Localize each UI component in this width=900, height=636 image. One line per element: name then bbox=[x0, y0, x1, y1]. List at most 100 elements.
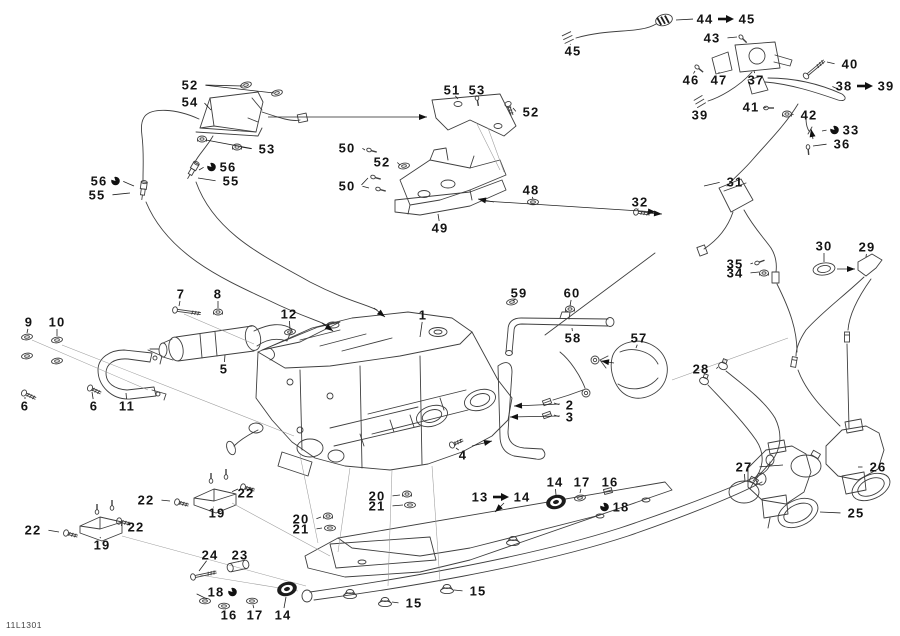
leader-line bbox=[196, 593, 208, 600]
callout-number: 22 bbox=[238, 486, 255, 501]
ref-arrow-icon bbox=[376, 309, 385, 317]
leader-line bbox=[204, 102, 212, 111]
leader-line bbox=[362, 147, 366, 151]
bolt-icon bbox=[504, 101, 514, 116]
leader-line bbox=[392, 504, 404, 507]
callout: 52 bbox=[523, 105, 540, 120]
screw-icon bbox=[474, 95, 480, 107]
callout: 35 bbox=[727, 257, 743, 272]
callout-number: 17 bbox=[247, 608, 264, 623]
callout-number: 34 bbox=[727, 266, 744, 281]
callout: 49 bbox=[432, 221, 448, 236]
callout: 11 bbox=[119, 399, 134, 414]
callout-number: 16 bbox=[221, 608, 238, 623]
leader-line bbox=[362, 185, 370, 189]
callout-number: 23 bbox=[232, 548, 249, 563]
callout: 22 bbox=[238, 486, 255, 501]
callout: 22 bbox=[138, 493, 154, 508]
washer-icon bbox=[324, 524, 336, 532]
bolt-icon bbox=[190, 570, 217, 581]
nut-icon bbox=[565, 305, 575, 313]
cradle-art bbox=[301, 454, 775, 603]
callout: 7 bbox=[177, 287, 184, 302]
ref-arrow-icon bbox=[514, 402, 523, 409]
callout: 12 bbox=[281, 307, 297, 322]
leader-line bbox=[821, 129, 827, 132]
washer-icon bbox=[21, 333, 33, 341]
bushing-icon bbox=[277, 581, 297, 597]
callout-number: 22 bbox=[128, 520, 145, 535]
leader-line bbox=[316, 527, 323, 530]
callout-number: 22 bbox=[25, 523, 42, 538]
callout-number: 52 bbox=[182, 78, 199, 93]
leader-line bbox=[26, 328, 29, 334]
diagram-code: 11L1301 bbox=[6, 620, 42, 630]
leader-line bbox=[716, 366, 719, 369]
callout: 27 bbox=[736, 460, 753, 475]
leader-line bbox=[512, 107, 517, 112]
callout: 47 bbox=[711, 73, 728, 88]
ring-icon bbox=[590, 355, 600, 365]
callout: 17 bbox=[247, 608, 264, 623]
callout: 56 bbox=[206, 160, 235, 175]
callout-number: 16 bbox=[602, 475, 619, 490]
arrow-right-icon bbox=[865, 82, 873, 90]
leader-line bbox=[99, 536, 101, 539]
leader-line bbox=[455, 95, 459, 100]
callout: 23 bbox=[232, 548, 249, 563]
bracket-art bbox=[97, 349, 167, 401]
callout: 4 bbox=[459, 448, 466, 463]
bullet-marker-icon bbox=[599, 501, 609, 512]
leader-line bbox=[112, 192, 131, 196]
nut-icon bbox=[402, 490, 412, 498]
washer-icon bbox=[218, 602, 230, 610]
pipe-art bbox=[505, 311, 615, 356]
callout: 34 bbox=[727, 266, 744, 281]
callout: 8 bbox=[214, 287, 221, 302]
callout-number: 52 bbox=[523, 105, 540, 120]
bolt-icon bbox=[174, 498, 189, 507]
leader-line bbox=[397, 162, 401, 166]
leader-line bbox=[125, 392, 127, 400]
screw-icon bbox=[223, 469, 229, 480]
silencer-art bbox=[599, 340, 668, 399]
carburetors-art bbox=[728, 418, 891, 529]
washer-icon bbox=[51, 336, 63, 344]
callout: 53 bbox=[469, 83, 485, 98]
bullet-marker-icon bbox=[206, 161, 216, 172]
washer-icon bbox=[240, 81, 252, 89]
callout: 46 bbox=[683, 73, 699, 88]
leader-line bbox=[453, 589, 463, 592]
callout: 52 bbox=[374, 155, 390, 170]
washer-icon bbox=[21, 352, 33, 360]
callout: 20 bbox=[369, 489, 386, 504]
callout-number: 2 bbox=[566, 398, 574, 413]
bolt-icon bbox=[20, 389, 37, 400]
callout-number: 47 bbox=[711, 73, 728, 88]
callout: 56 bbox=[91, 174, 120, 189]
blades-icon bbox=[693, 94, 707, 109]
leader-line bbox=[455, 447, 459, 451]
callout: 50 bbox=[339, 141, 355, 156]
leader-line bbox=[437, 213, 440, 222]
callout-number: 29 bbox=[859, 240, 876, 255]
callout: 16 bbox=[602, 475, 619, 490]
leader-line bbox=[361, 177, 369, 186]
leader-line bbox=[205, 84, 244, 87]
callout-number: 39 bbox=[692, 108, 709, 123]
bolt-icon bbox=[633, 208, 651, 216]
callout-number: 17 bbox=[574, 475, 591, 490]
callout: 55 bbox=[223, 174, 239, 189]
callout: 36 bbox=[834, 137, 850, 152]
leader-line bbox=[750, 262, 754, 265]
engine-art bbox=[226, 252, 656, 477]
callout: 50 bbox=[339, 179, 355, 194]
callout: 33 bbox=[829, 123, 858, 138]
washer-icon bbox=[574, 494, 586, 502]
screw-icon bbox=[738, 34, 748, 44]
nut-icon bbox=[782, 110, 792, 118]
callout-number: 27 bbox=[736, 460, 753, 475]
callout-number: 20 bbox=[369, 489, 386, 504]
leader-line bbox=[555, 488, 557, 496]
